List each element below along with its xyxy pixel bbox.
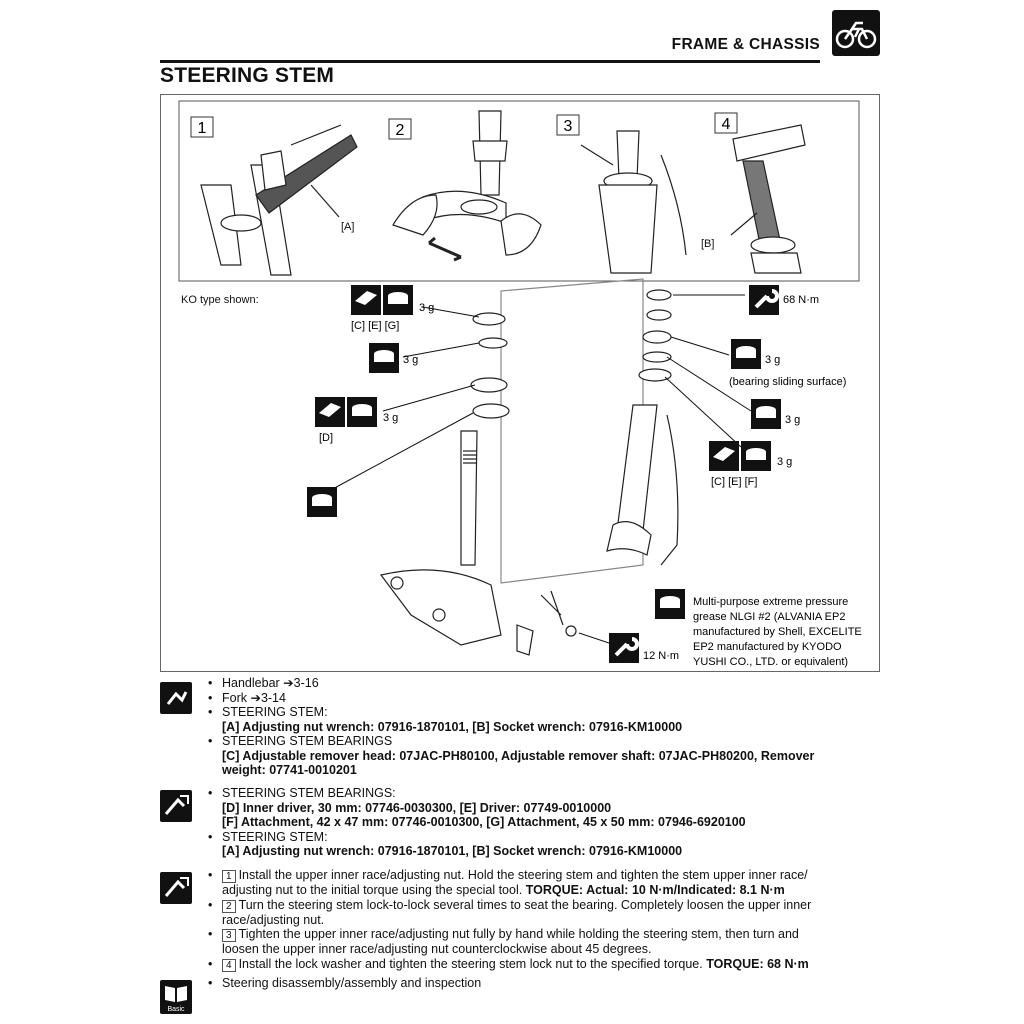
svg-text:3 g: 3 g [777, 456, 792, 468]
list-item: •Fork ➔3-14 [208, 690, 286, 705]
svg-text:Basic: Basic [167, 1006, 185, 1013]
installation-tool-list: [D] Inner driver, 30 mm: 07746-0030300, … [222, 800, 746, 830]
torque-wrench-icon [747, 283, 781, 317]
step-box-2: 2 [388, 118, 412, 140]
step-box-1: 1 [190, 116, 214, 138]
procedure-icon [160, 872, 192, 904]
sp-tool-icon [351, 285, 381, 315]
list-item: •STEERING STEM BEARINGS [208, 734, 393, 748]
svg-text:manufactured by Shell, EXCELIT: manufactured by Shell, EXCELITE [693, 626, 862, 638]
svg-text:3 g: 3 g [785, 414, 800, 426]
ko-type-note: KO type shown: [181, 294, 259, 306]
bearing-tool-list: [C] Adjustable remover head: 07JAC-PH801… [222, 748, 815, 778]
step2-illustration [392, 110, 542, 262]
step1-illustration: [A] [200, 124, 358, 276]
grease-note: Multi-purpose extreme pressure grease NL… [693, 596, 862, 668]
diagram-drawing: 1 2 3 4 [A] [178, 100, 862, 668]
header-rule [160, 38, 820, 63]
svg-text:3 g: 3 g [403, 354, 418, 366]
svg-text:[C] [E] [G]: [C] [E] [G] [351, 320, 399, 332]
removal-section: •Handlebar ➔3-16 •Fork ➔3-14 •STEERING S… [160, 676, 880, 778]
grease-icon [347, 397, 377, 427]
list-item: •Handlebar ➔3-16 [208, 676, 319, 690]
svg-text:[C] [E] [F]: [C] [E] [F] [711, 476, 757, 488]
grease-icon [655, 589, 685, 619]
svg-text:68 N·m: 68 N·m [783, 294, 819, 306]
grease-icon [383, 285, 413, 315]
steering-stem-left [379, 278, 644, 656]
step-box-4: 4 [714, 112, 738, 134]
grease-icon [307, 487, 337, 517]
section-title: FRAME & CHASSIS [671, 36, 820, 53]
basic-section: Basic •Steering disassembly/assembly and… [160, 976, 880, 1014]
installation-tool-icon [160, 790, 192, 822]
exploded-diagram: 1 2 3 4 [A] [160, 94, 880, 672]
grease-icon [751, 399, 781, 429]
list-item: •STEERING STEM BEARINGS: [208, 786, 396, 800]
svg-text:[A]: [A] [341, 221, 354, 233]
list-item: •STEERING STEM: [208, 705, 328, 719]
page-title: STEERING STEM [160, 64, 335, 87]
basic-book-icon: Basic [160, 980, 192, 1014]
page-header: FRAME & CHASSIS [160, 8, 880, 64]
grease-icon [731, 339, 761, 369]
svg-text:(bearing sliding surface): (bearing sliding surface) [729, 376, 846, 388]
steps-panel [178, 100, 860, 282]
grease-icon [369, 343, 399, 373]
sp-tool-icon [709, 441, 739, 471]
svg-text:4: 4 [722, 116, 731, 133]
svg-text:3 g: 3 g [383, 412, 398, 424]
svg-text:Multi-purpose extreme pressure: Multi-purpose extreme pressure [693, 596, 848, 608]
svg-text:3 g: 3 g [419, 302, 434, 314]
stem-tool-list: [A] Adjusting nut wrench: 07916-1870101,… [222, 719, 683, 734]
svg-text:3: 3 [564, 118, 573, 135]
step4-illustration: [B] [701, 124, 806, 274]
motorcycle-icon [832, 10, 880, 56]
svg-text:12 N·m: 12 N·m [643, 650, 679, 662]
step3-illustration [580, 130, 687, 274]
list-item: •STEERING STEM: [208, 829, 328, 844]
stem-tool-list: [A] Adjusting nut wrench: 07916-1870101,… [222, 844, 683, 858]
svg-text:YUSHI CO., LTD. or equivalent): YUSHI CO., LTD. or equivalent) [693, 656, 848, 668]
step-box-3: 3 [556, 114, 580, 136]
svg-text:1: 1 [198, 120, 207, 137]
leader-lines [328, 294, 752, 644]
svg-text:[D]: [D] [319, 432, 333, 444]
grease-icon [741, 441, 771, 471]
svg-text:grease NLGI #2 (ALVANIA EP2: grease NLGI #2 (ALVANIA EP2 [693, 611, 845, 623]
sp-tool-icon [315, 397, 345, 427]
installation-section: •STEERING STEM BEARINGS: [D] Inner drive… [160, 786, 880, 859]
list-item: •Steering disassembly/assembly and inspe… [208, 976, 482, 990]
torque-wrench-icon [607, 631, 641, 665]
svg-text:[B]: [B] [701, 238, 714, 250]
svg-text:EP2 manufactured by KYODO: EP2 manufactured by KYODO [693, 641, 842, 653]
svg-text:3 g: 3 g [765, 354, 780, 366]
svg-text:2: 2 [396, 122, 405, 139]
removal-tool-icon [160, 682, 192, 714]
steering-stem-right [606, 289, 679, 566]
